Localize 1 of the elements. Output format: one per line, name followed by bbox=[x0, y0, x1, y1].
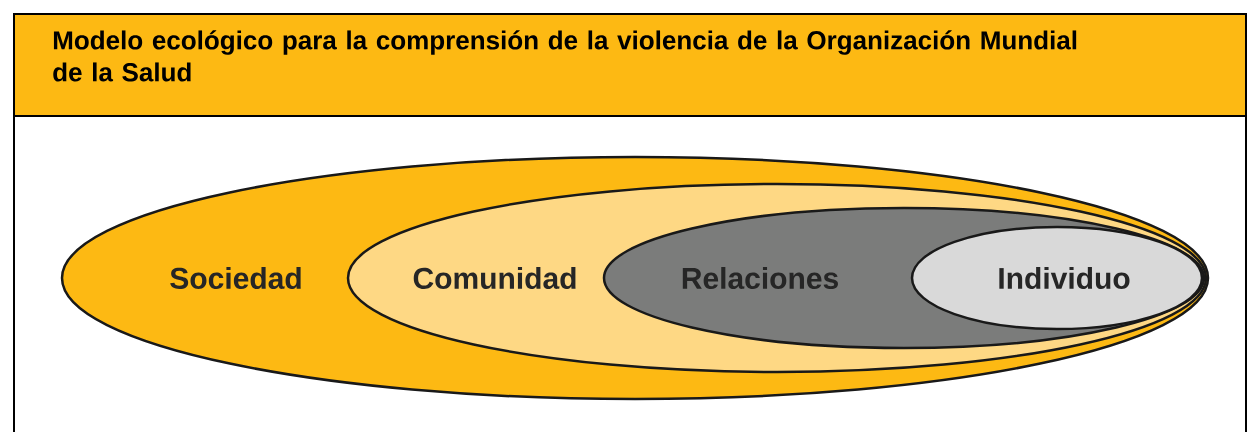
title: Modelo ecológico para la comprensión de la violencia de la Organización Mundial de la Salud bbox=[53, 30, 1077, 82]
